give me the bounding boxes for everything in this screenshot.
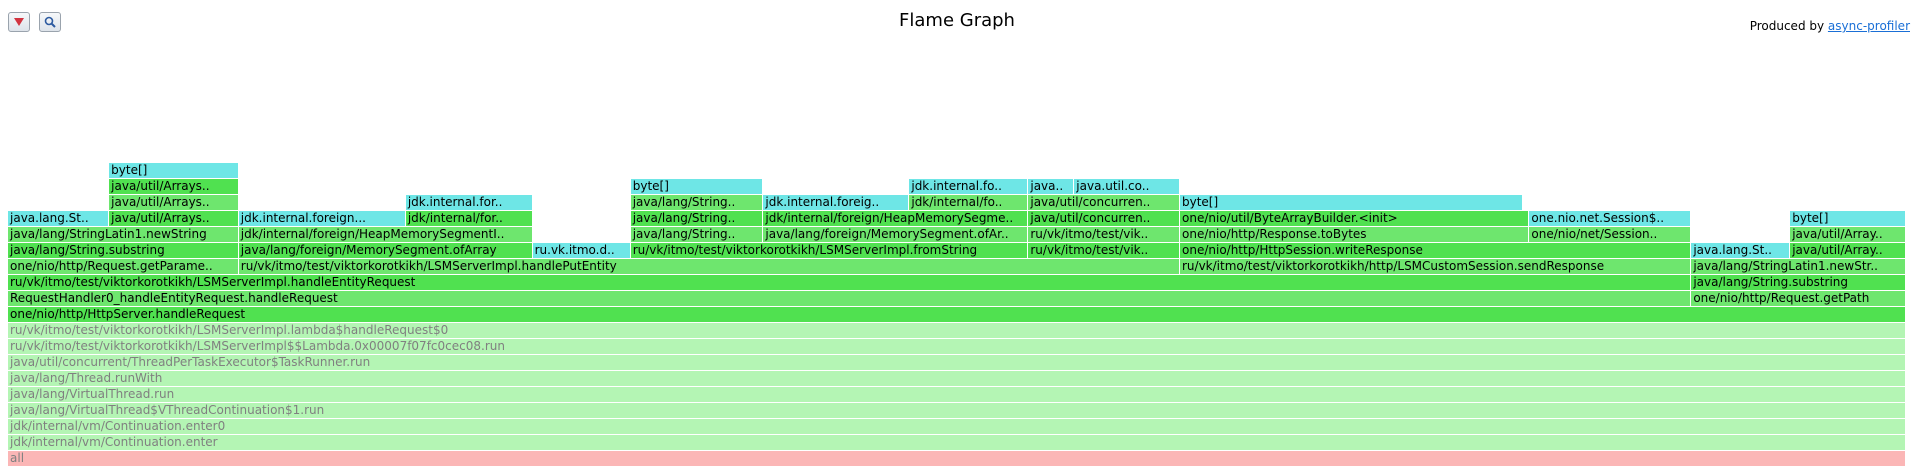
flame-frame[interactable]: one.nio.net.Session$.. (1529, 211, 1692, 226)
flame-frame[interactable]: java/util/Arrays.. (109, 195, 239, 210)
flame-frame[interactable]: jdk/internal/vm/Continuation.enter (8, 435, 1906, 450)
flame-frame[interactable]: byte[] (109, 163, 239, 178)
flame-frame[interactable]: java.util.co.. (1074, 179, 1180, 194)
flame-frame[interactable]: java/util/Array.. (1790, 243, 1906, 258)
flame-frame[interactable]: java/lang/String.substring (1691, 275, 1906, 290)
flame-frame[interactable]: java.lang.St.. (8, 211, 110, 226)
flame-frame[interactable]: java/lang/foreign/MemorySegment.ofArray (238, 243, 533, 258)
flame-frame[interactable]: jdk.internal.foreign... (238, 211, 406, 226)
flame-frame[interactable]: RequestHandler0_handleEntityRequest.hand… (8, 291, 1692, 306)
flame-frame[interactable]: jdk/internal/foreign/HeapMemorySegmentI.… (238, 227, 533, 242)
flame-frame[interactable]: jdk/internal/foreign/HeapMemorySegme.. (763, 211, 1029, 226)
flame-frame[interactable]: java/util/Arrays.. (109, 179, 239, 194)
flame-frame[interactable]: java/util/concurrent/ThreadPerTaskExecut… (8, 355, 1906, 370)
flame-frame[interactable]: ru/vk/itmo/test/viktorkorotkikh/LSMServe… (8, 323, 1906, 338)
flame-frame[interactable]: ru/vk/itmo/test/viktorkorotkikh/LSMServe… (238, 259, 1180, 274)
flame-frame[interactable]: byte[] (630, 179, 764, 194)
flame-frame[interactable]: jdk.internal.fo.. (909, 179, 1029, 194)
flame-frame[interactable]: java.lang.St.. (1691, 243, 1791, 258)
flame-frame[interactable]: ru/vk/itmo/test/viktorkorotkikh/http/LSM… (1180, 259, 1692, 274)
flame-frame[interactable]: java/lang/VirtualThread$VThreadContinuat… (8, 403, 1906, 418)
flame-frame[interactable]: ru/vk/itmo/test/vik.. (1028, 243, 1180, 258)
produced-by-label: Produced by (1749, 19, 1825, 33)
flame-frame[interactable]: java/lang/String.. (630, 227, 764, 242)
flame-frame[interactable]: all (8, 451, 1906, 466)
flame-frame[interactable]: ru/vk/itmo/test/viktorkorotkikh/LSMServe… (8, 275, 1692, 290)
triangle-down-icon (14, 18, 24, 26)
flame-frame[interactable]: one/nio/http/HttpServer.handleRequest (8, 307, 1906, 322)
flame-frame[interactable]: jdk/internal/for.. (405, 211, 533, 226)
flame-frame[interactable]: java/lang/String.. (630, 211, 764, 226)
flame-frame[interactable]: one/nio/util/ByteArrayBuilder.<init> (1180, 211, 1530, 226)
page-title: Flame Graph (899, 10, 1015, 31)
flame-frame[interactable]: java/util/concurren.. (1028, 195, 1180, 210)
flame-frame[interactable]: java/lang/String.. (630, 195, 764, 210)
produced-by: Produced by async-profiler (1750, 19, 1910, 33)
magnifier-icon (44, 16, 56, 28)
flame-frame[interactable]: byte[] (1790, 211, 1906, 226)
flame-frame[interactable]: java/lang/String.substring (8, 243, 239, 258)
flame-frame[interactable]: jdk/internal/fo.. (909, 195, 1029, 210)
flame-frame[interactable]: java/lang/foreign/MemorySegment.ofAr.. (763, 227, 1029, 242)
flame-frame[interactable]: java/util/Arrays.. (109, 211, 239, 226)
flame-frame[interactable]: java/util/concurren.. (1028, 211, 1180, 226)
flame-frame[interactable]: java.. (1028, 179, 1075, 194)
search-button[interactable] (39, 12, 61, 32)
flame-frame[interactable]: jdk.internal.for.. (405, 195, 533, 210)
flame-frame[interactable]: one/nio/http/Response.toBytes (1180, 227, 1530, 242)
flame-frame[interactable]: jdk/internal/vm/Continuation.enter0 (8, 419, 1906, 434)
flame-frame[interactable]: ru.vk.itmo.d.. (532, 243, 631, 258)
flame-frame[interactable]: java/lang/Thread.runWith (8, 371, 1906, 386)
flame-frame[interactable]: java/lang/StringLatin1.newString (8, 227, 239, 242)
flame-frame[interactable]: one/nio/http/Request.getPath (1691, 291, 1906, 306)
flame-frame[interactable]: byte[] (1180, 195, 1523, 210)
flame-frame[interactable]: ru/vk/itmo/test/viktorkorotkikh/LSMServe… (630, 243, 1029, 258)
flame-frame[interactable]: one/nio/http/Request.getParame.. (8, 259, 239, 274)
flame-frame[interactable]: ru/vk/itmo/test/vik.. (1028, 227, 1180, 242)
flame-frame[interactable]: jdk.internal.foreig.. (763, 195, 910, 210)
async-profiler-link[interactable]: async-profiler (1827, 19, 1910, 33)
flame-frame[interactable]: java/lang/StringLatin1.newStr.. (1691, 259, 1906, 274)
flame-frame[interactable]: one/nio/http/HttpSession.writeResponse (1180, 243, 1692, 258)
flame-frame[interactable]: java/util/Array.. (1790, 227, 1906, 242)
flame-frame[interactable]: one/nio/net/Session.. (1529, 227, 1692, 242)
flame-frame[interactable]: ru/vk/itmo/test/viktorkorotkikh/LSMServe… (8, 339, 1906, 354)
flame-frame[interactable]: java/lang/VirtualThread.run (8, 387, 1906, 402)
reverse-view-button[interactable] (8, 12, 30, 32)
